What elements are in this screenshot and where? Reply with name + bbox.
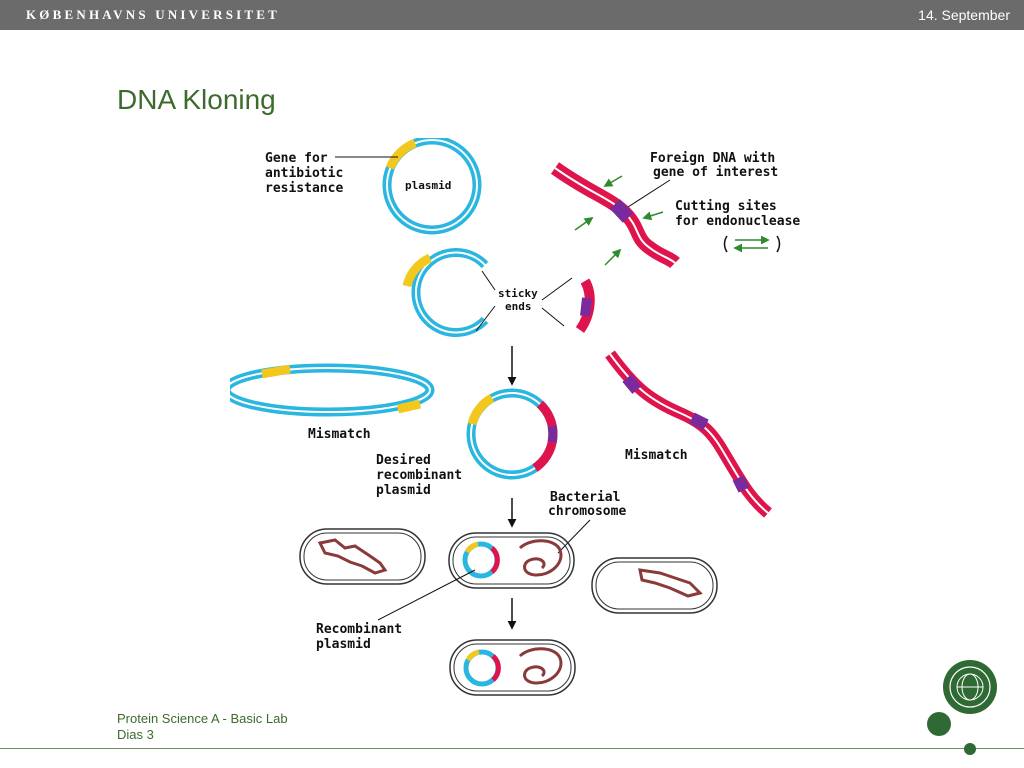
foreign-dna-strand xyxy=(550,162,680,269)
label-ends: ends xyxy=(505,300,532,313)
label-resistance: resistance xyxy=(265,181,343,196)
bacterium-cell-recombinant xyxy=(448,532,575,589)
recombinant-plasmid xyxy=(466,388,558,480)
footer-divider xyxy=(0,748,1024,749)
header-bar: KØBENHAVNS UNIVERSITET 14. September xyxy=(0,0,1024,30)
footer-course: Protein Science A - Basic Lab xyxy=(117,711,288,726)
label-foreign-1: Foreign DNA with xyxy=(650,151,775,166)
label-plasmid: plasmid xyxy=(405,179,451,192)
slide-title: DNA Kloning xyxy=(117,84,276,115)
label-foreign-2: gene of interest xyxy=(653,165,778,180)
university-name: KØBENHAVNS UNIVERSITET xyxy=(26,7,281,22)
bacterium-cell-final xyxy=(449,639,576,696)
mismatch-foreign-dna xyxy=(605,350,772,518)
university-seal-icon xyxy=(943,660,997,714)
label-mismatch-left: Mismatch xyxy=(308,427,371,442)
bacterium-cell xyxy=(299,528,426,585)
footer-slide-number: Dias 3 xyxy=(117,727,154,742)
plasmid-circle xyxy=(335,138,482,235)
cut-plasmid xyxy=(402,248,595,337)
label-cutting-2: for endonuclease xyxy=(675,214,800,229)
dna-cloning-diagram: Gene for antibiotic resistance plasmid F… xyxy=(230,138,800,696)
pointer-line xyxy=(557,519,591,554)
bacterium-cell xyxy=(591,557,718,614)
label-desired-3: plasmid xyxy=(376,483,431,498)
label-bacterial-2: chromosome xyxy=(548,504,626,519)
label-desired-2: recombinant xyxy=(376,468,462,483)
decorative-dot xyxy=(927,712,951,736)
label-sticky: sticky xyxy=(498,287,538,300)
label-antibiotic: antibiotic xyxy=(265,166,343,181)
slide-footer: Protein Science A - Basic Lab Dias 3 xyxy=(117,711,288,743)
label-recomb-1: Recombinant xyxy=(316,622,402,637)
label-bacterial-1: Bacterial xyxy=(550,490,620,505)
decorative-dot xyxy=(964,743,976,755)
pointer-line xyxy=(377,569,476,621)
label-gene-for: Gene for xyxy=(265,151,328,166)
label-desired-1: Desired xyxy=(376,453,431,468)
slide-date: 14. September xyxy=(918,7,1010,23)
label-mismatch-right: Mismatch xyxy=(625,448,688,463)
reversible-arrows-icon xyxy=(723,235,781,253)
label-recomb-2: plasmid xyxy=(316,637,371,652)
mismatch-ellipse-plasmid xyxy=(230,363,435,417)
label-cutting-1: Cutting sites xyxy=(675,199,777,214)
